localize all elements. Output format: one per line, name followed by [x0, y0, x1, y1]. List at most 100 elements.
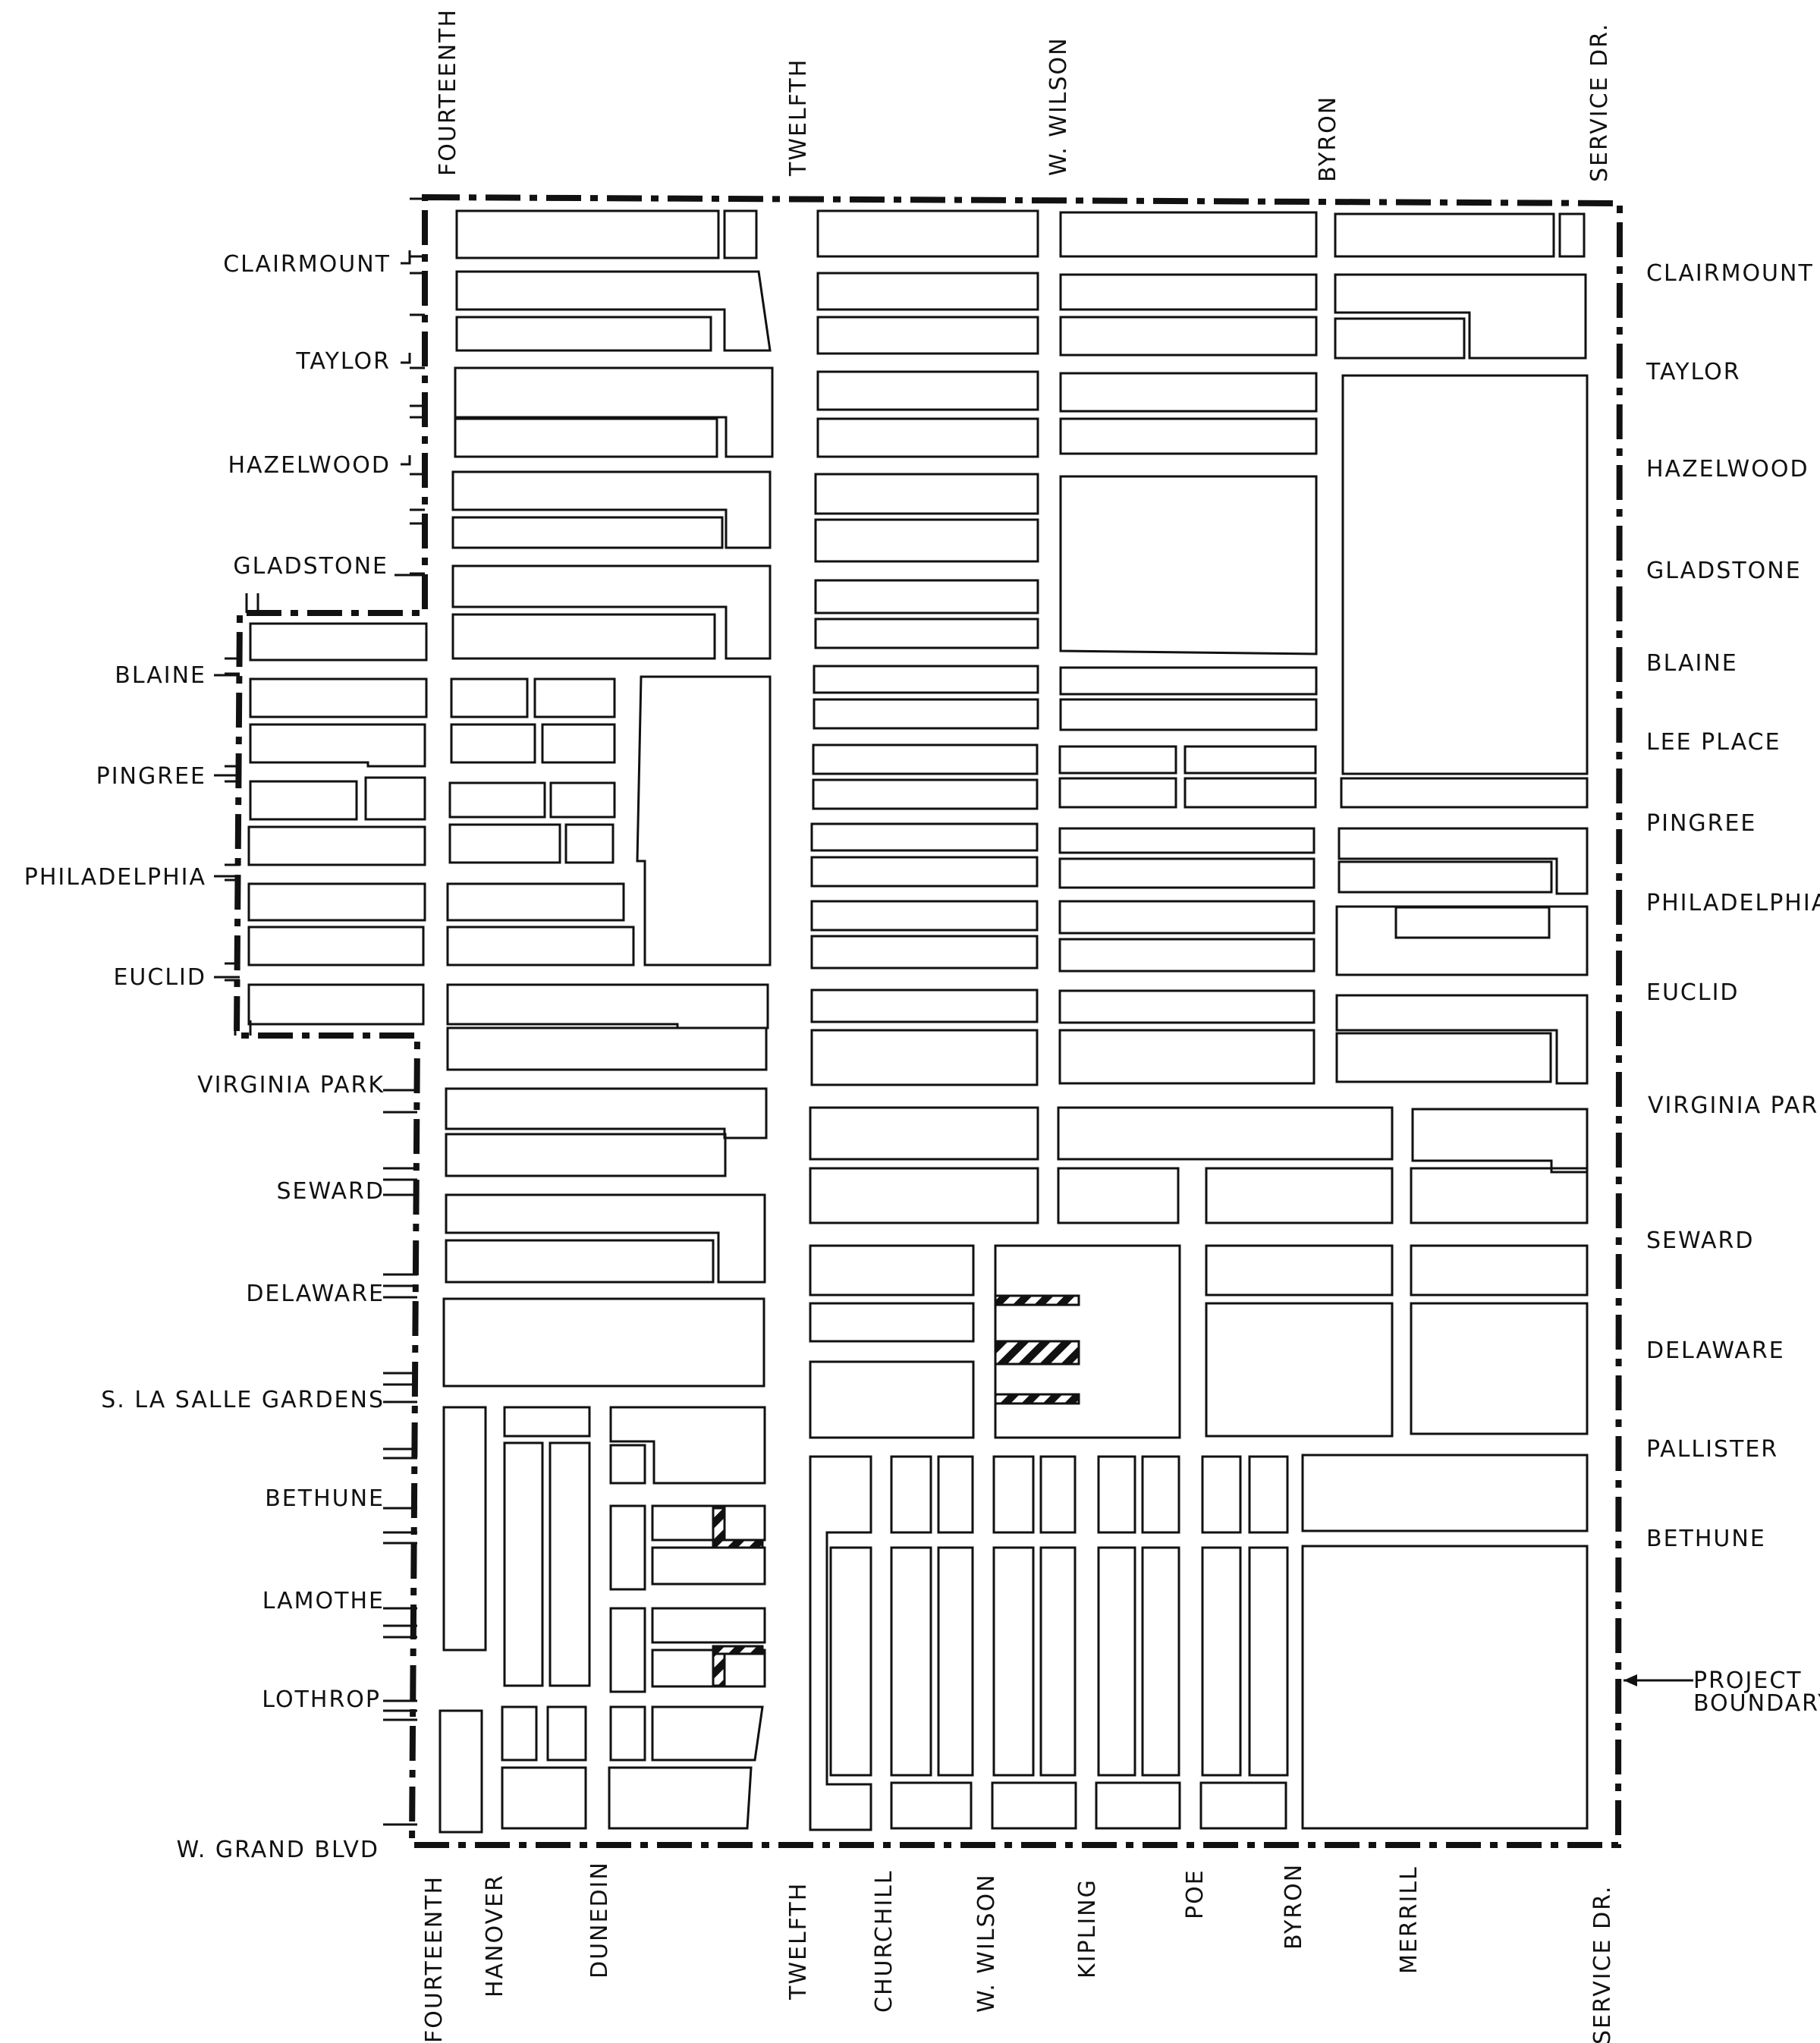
city-block — [609, 1705, 646, 1762]
right-street-label: PALLISTER — [1646, 1436, 1778, 1463]
city-block — [249, 677, 428, 718]
city-block — [809, 1455, 872, 1831]
city-block — [810, 900, 1039, 932]
city-block — [446, 983, 769, 1029]
project-boundary-label: PROJECT BOUNDARY — [1693, 1667, 1820, 1717]
bottom-street-label: FOURTEENTH — [421, 1875, 448, 2043]
right-street-label: PHILADELPHIA — [1646, 890, 1820, 916]
city-block — [1183, 745, 1317, 775]
city-block — [247, 825, 426, 866]
bottom-street-labels: FOURTEENTH HANOVER DUNEDIN TWELFTH CHURC… — [421, 1861, 1616, 2043]
city-block — [249, 723, 426, 768]
right-street-label: CLAIRMOUNT — [1646, 260, 1814, 287]
city-block — [1334, 212, 1555, 258]
city-block — [809, 1360, 975, 1439]
city-block — [1039, 1455, 1077, 1534]
city-block — [810, 856, 1039, 888]
bottom-street-label: POE — [1182, 1869, 1209, 1919]
city-block — [813, 698, 1039, 730]
city-block — [1039, 1546, 1077, 1777]
hatched-feature — [712, 1539, 764, 1549]
city-block — [651, 1705, 764, 1762]
city-block — [451, 516, 724, 549]
city-block — [1340, 777, 1589, 809]
left-street-label: BLAINE — [115, 662, 206, 689]
left-street-label: EUCLID — [113, 964, 206, 991]
city-block — [1059, 372, 1318, 413]
city-block — [890, 1781, 973, 1830]
city-block — [1410, 1244, 1589, 1297]
city-blocks — [247, 209, 1589, 1834]
city-block — [816, 417, 1039, 458]
city-block — [1394, 906, 1551, 939]
hatched-feature — [994, 1294, 1080, 1306]
city-block — [1058, 938, 1315, 973]
city-block — [1334, 273, 1587, 360]
city-block — [1411, 1108, 1589, 1174]
city-block — [247, 882, 426, 922]
city-block — [1334, 317, 1466, 360]
city-block — [451, 613, 716, 660]
city-block — [1058, 857, 1315, 889]
city-block — [890, 1455, 932, 1534]
city-block — [937, 1455, 974, 1534]
city-block — [651, 1504, 766, 1542]
city-block — [451, 470, 772, 549]
top-street-label: BYRON — [1315, 96, 1341, 182]
city-block — [501, 1705, 538, 1762]
city-block — [937, 1546, 974, 1777]
city-block — [1301, 1454, 1589, 1532]
left-street-label: CLAIRMOUNT — [223, 251, 391, 278]
city-block — [1058, 777, 1177, 809]
city-block — [814, 579, 1039, 614]
left-street-label: W. GRAND BLVD — [177, 1837, 379, 1863]
city-block — [450, 677, 529, 718]
city-block — [249, 622, 428, 662]
city-block — [1337, 827, 1589, 895]
city-block — [609, 1504, 646, 1591]
city-block — [442, 1297, 765, 1388]
left-street-label: PINGREE — [96, 763, 206, 790]
city-block — [809, 1106, 1039, 1161]
city-block — [445, 1193, 766, 1284]
right-street-label: PINGREE — [1646, 810, 1756, 837]
city-block — [816, 272, 1039, 311]
bottom-street-label: SERVICE DR. — [1589, 1885, 1616, 2043]
left-street-label: PHILADELPHIA — [24, 864, 206, 891]
city-block — [1057, 1106, 1394, 1161]
city-block — [813, 665, 1039, 694]
city-block — [1558, 212, 1586, 258]
city-block — [1201, 1546, 1242, 1777]
city-block — [503, 1441, 544, 1687]
city-block — [445, 1133, 727, 1177]
city-block — [1058, 745, 1177, 775]
city-block — [364, 776, 426, 821]
city-block — [608, 1766, 753, 1830]
callout-line-1: PROJECT — [1693, 1667, 1803, 1694]
right-street-labels: CLAIRMOUNT TAYLOR HAZELWOOD GLADSTONE BL… — [1646, 260, 1820, 1552]
city-block — [1248, 1546, 1289, 1777]
city-block — [1097, 1546, 1136, 1777]
bottom-street-label: KIPLING — [1074, 1878, 1101, 1979]
city-block — [1059, 417, 1318, 455]
top-street-labels: FOURTEENTH TWELFTH W. WILSON BYRON SERVI… — [435, 8, 1613, 182]
city-block — [1058, 989, 1315, 1024]
city-block — [445, 1087, 768, 1139]
top-street-label: W. WILSON — [1045, 36, 1072, 176]
city-block — [533, 677, 616, 718]
project-boundary-callout-arrow — [1624, 1674, 1693, 1686]
city-block — [816, 209, 1039, 258]
bottom-street-label: HANOVER — [482, 1874, 508, 1997]
city-block — [247, 983, 425, 1026]
city-block — [816, 370, 1039, 411]
city-block — [549, 1441, 591, 1687]
city-block — [438, 1709, 483, 1834]
city-block — [609, 1406, 766, 1485]
city-block — [651, 1649, 766, 1688]
city-block — [810, 935, 1039, 970]
city-block — [1097, 1455, 1136, 1534]
bottom-street-label: CHURCHILL — [871, 1869, 897, 2013]
left-street-label: SEWARD — [277, 1178, 385, 1205]
top-street-label: FOURTEENTH — [435, 8, 461, 176]
hatched-feature — [994, 1393, 1080, 1405]
